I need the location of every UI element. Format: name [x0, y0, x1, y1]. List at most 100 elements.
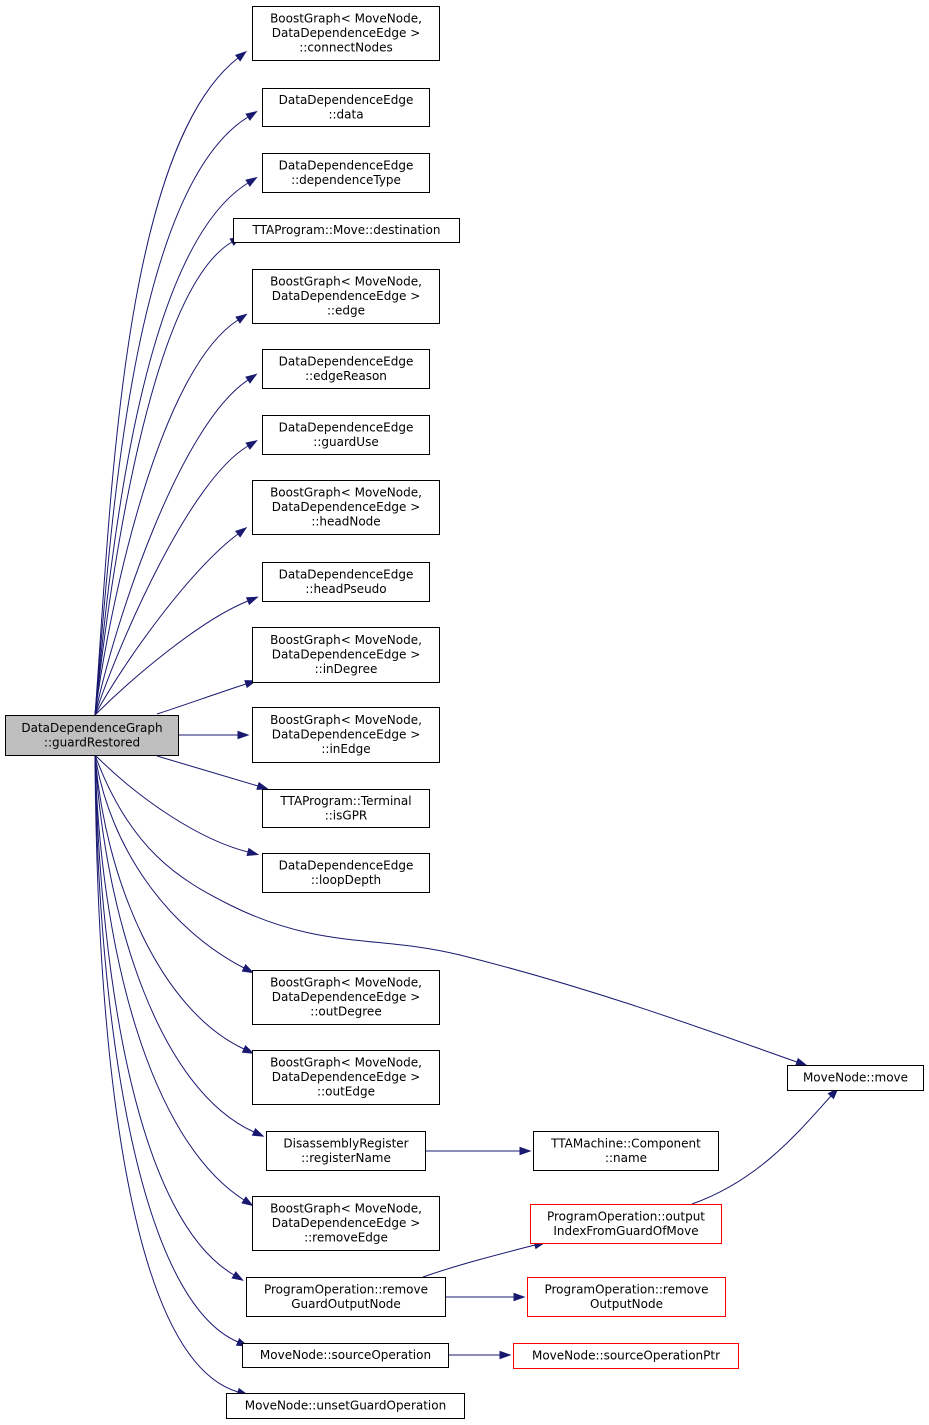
edge-root-to-n20 — [94, 754, 249, 1396]
graph-node-n23[interactable]: ProgramOperation::outputIndexFromGuardOf… — [530, 1204, 722, 1244]
graph-node-n13[interactable]: DataDependenceEdge::loopDepth — [262, 853, 430, 893]
edge-root-to-n12 — [156, 755, 270, 790]
node-box[interactable] — [252, 480, 440, 535]
graph-node-n15[interactable]: BoostGraph< MoveNode,DataDependenceEdge … — [252, 1050, 440, 1105]
node-box[interactable] — [252, 1196, 440, 1251]
edge-line — [156, 683, 247, 715]
node-label-line: DataDependenceEdge > — [272, 26, 421, 40]
node-label-line: GuardOutputNode — [291, 1297, 401, 1311]
edge-root-to-n1 — [94, 50, 248, 716]
graph-node-n8[interactable]: BoostGraph< MoveNode,DataDependenceEdge … — [252, 480, 440, 535]
node-box[interactable] — [226, 1393, 465, 1419]
node-box[interactable] — [252, 707, 440, 763]
edge-root-to-n13 — [94, 754, 260, 856]
edge-arrowhead — [231, 1271, 244, 1281]
node-box[interactable] — [252, 269, 440, 324]
edge-line — [94, 241, 233, 716]
edge-arrowhead — [245, 373, 258, 384]
node-box[interactable] — [252, 6, 440, 61]
edge-n18-to-n23 — [422, 1241, 547, 1278]
node-box[interactable] — [262, 415, 430, 455]
node-box[interactable] — [252, 970, 440, 1025]
graph-node-n21[interactable]: MoveNode::move — [787, 1065, 924, 1091]
edge-arrowhead — [827, 1087, 839, 1100]
node-box[interactable] — [5, 715, 179, 756]
edge-root-to-n18 — [94, 754, 244, 1281]
node-label-line: ::guardUse — [313, 435, 378, 449]
edge-root-to-n8 — [94, 527, 248, 716]
node-box[interactable] — [513, 1343, 739, 1369]
node-label-line: BoostGraph< MoveNode, — [270, 12, 422, 26]
edge-arrowhead — [519, 1146, 532, 1156]
edge-n19-to-n25 — [448, 1350, 512, 1360]
node-label-line: ProgramOperation::remove — [264, 1282, 428, 1296]
edge-line — [94, 754, 245, 1201]
node-box[interactable] — [246, 1277, 446, 1317]
node-box[interactable] — [252, 1050, 440, 1105]
edge-arrowhead — [234, 50, 248, 62]
graph-node-root[interactable]: DataDependenceGraph::guardRestored — [5, 715, 179, 756]
edge-arrowhead — [241, 964, 255, 974]
graph-node-n17[interactable]: BoostGraph< MoveNode,DataDependenceEdge … — [252, 1196, 440, 1251]
node-label-line: MoveNode::sourceOperation — [260, 1348, 431, 1362]
node-box[interactable] — [530, 1204, 722, 1244]
edge-root-to-n6 — [94, 373, 258, 716]
node-box[interactable] — [533, 1131, 719, 1171]
node-box[interactable] — [787, 1065, 924, 1091]
graph-node-n22[interactable]: TTAMachine::Component::name — [533, 1131, 719, 1171]
graph-node-n5[interactable]: BoostGraph< MoveNode,DataDependenceEdge … — [252, 269, 440, 324]
node-label-line: DisassemblyRegister — [283, 1136, 408, 1150]
node-box[interactable] — [262, 153, 430, 193]
node-box[interactable] — [266, 1131, 426, 1171]
graph-node-n14[interactable]: BoostGraph< MoveNode,DataDependenceEdge … — [252, 970, 440, 1025]
edge-line — [94, 57, 239, 716]
graph-node-n20[interactable]: MoveNode::unsetGuardOperation — [226, 1393, 465, 1419]
edge-root-to-n4 — [94, 236, 242, 716]
edge-line — [691, 1095, 832, 1205]
node-box[interactable] — [262, 853, 430, 893]
graph-node-n11[interactable]: BoostGraph< MoveNode,DataDependenceEdge … — [252, 707, 440, 763]
node-box[interactable] — [262, 562, 430, 602]
node-box[interactable] — [262, 789, 430, 828]
node-label-line: DataDependenceEdge > — [272, 289, 421, 303]
graph-node-n9[interactable]: DataDependenceEdge::headPseudo — [262, 562, 430, 602]
graph-node-n10[interactable]: BoostGraph< MoveNode,DataDependenceEdge … — [252, 627, 440, 683]
graph-node-n3[interactable]: DataDependenceEdge::dependenceType — [262, 153, 430, 193]
node-box[interactable] — [242, 1343, 449, 1368]
node-box[interactable] — [252, 627, 440, 683]
edge-line — [94, 754, 239, 1393]
graph-node-n7[interactable]: DataDependenceEdge::guardUse — [262, 415, 430, 455]
node-label-line: ::edgeReason — [305, 369, 387, 383]
node-box[interactable] — [262, 88, 430, 127]
graph-node-n12[interactable]: TTAProgram::Terminal::isGPR — [262, 789, 430, 828]
edge-line — [94, 754, 798, 1063]
node-box[interactable] — [527, 1277, 726, 1317]
node-label-line: DataDependenceEdge > — [272, 648, 421, 662]
graph-node-n25[interactable]: MoveNode::sourceOperationPtr — [513, 1343, 739, 1369]
node-box[interactable] — [233, 218, 460, 243]
node-label-line: BoostGraph< MoveNode, — [270, 976, 422, 990]
edge-line — [94, 600, 249, 716]
edge-arrowhead — [251, 1127, 265, 1137]
edge-root-to-n21 — [94, 754, 808, 1066]
graph-node-n1[interactable]: BoostGraph< MoveNode,DataDependenceEdge … — [252, 6, 440, 61]
edge-root-to-n7 — [94, 440, 258, 716]
node-label-line: BoostGraph< MoveNode, — [270, 275, 422, 289]
graph-node-n19[interactable]: MoveNode::sourceOperation — [242, 1343, 449, 1368]
node-box[interactable] — [262, 349, 430, 389]
graph-node-n16[interactable]: DisassemblyRegister::registerName — [266, 1131, 426, 1171]
node-label-line: ::data — [328, 107, 363, 121]
node-label-line: ProgramOperation::remove — [544, 1282, 708, 1296]
graph-node-n6[interactable]: DataDependenceEdge::edgeReason — [262, 349, 430, 389]
edge-line — [94, 445, 249, 716]
graph-node-n4[interactable]: TTAProgram::Move::destination — [233, 218, 460, 243]
node-label-line: ::inDegree — [315, 662, 378, 676]
node-label-line: DataDependenceGraph — [21, 721, 162, 735]
edge-arrowhead — [237, 730, 250, 740]
node-label-line: MoveNode::move — [803, 1071, 908, 1085]
graph-node-n2[interactable]: DataDependenceEdge::data — [262, 88, 430, 127]
node-label-line: BoostGraph< MoveNode, — [270, 486, 422, 500]
node-label-line: ::edge — [327, 304, 365, 318]
